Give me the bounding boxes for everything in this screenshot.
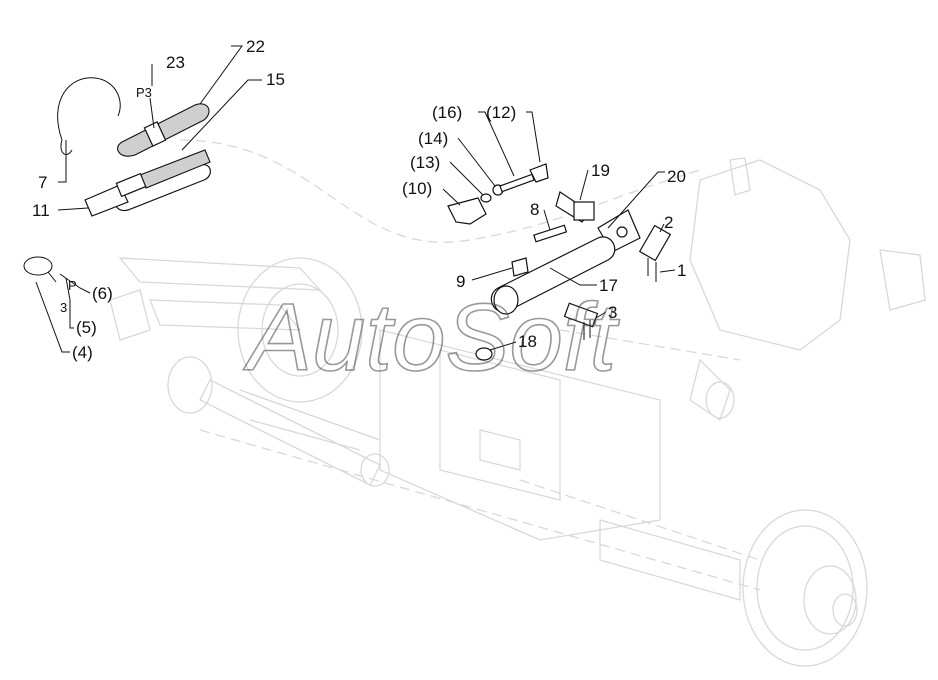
callout-17: 17: [599, 276, 618, 295]
callout-19: 19: [591, 161, 610, 180]
part-10-valve: [447, 197, 487, 225]
mark-3: 3: [60, 300, 67, 315]
callout-10: (10): [402, 179, 432, 198]
callout-2: 2: [664, 213, 673, 232]
leader-lines: [35, 45, 676, 353]
callout-23: 23: [166, 53, 185, 72]
callout-7: 7: [38, 173, 47, 192]
part-19-block: [573, 201, 595, 221]
part-3-pin: [563, 302, 599, 328]
part-9-fitting: [511, 257, 529, 277]
callout-9: 9: [456, 272, 465, 291]
callout-3: 3: [608, 303, 617, 322]
part-13-washer: [480, 193, 492, 203]
callout-1: 1: [677, 261, 686, 280]
callout-8: 8: [530, 200, 539, 219]
part-4-ring: [23, 256, 53, 276]
part-3-tab: [583, 320, 591, 340]
watermark: AutoSoft: [243, 284, 620, 391]
callout-6: (6): [92, 284, 113, 303]
callout-20: 20: [667, 167, 686, 186]
callout-4: (4): [72, 343, 93, 362]
part-16-pipe: [499, 173, 535, 193]
part-5-ring-tail: [47, 271, 57, 283]
part-20-hole: [616, 226, 628, 238]
part-2-pin: [638, 224, 672, 262]
callout-22: 22: [246, 37, 265, 56]
background-chassis: [109, 139, 926, 667]
callout-15: 15: [266, 70, 285, 89]
part-17-cylinder: [490, 236, 616, 313]
part-23-clip: [143, 121, 167, 147]
callout-12: (12): [486, 103, 516, 122]
part-8-bolt: [533, 224, 568, 243]
part-12-elbow: [529, 163, 549, 183]
mark-p3: P3: [136, 85, 152, 100]
part-11-fitting: [84, 184, 129, 217]
part-22-grip: [117, 103, 210, 157]
callout-16: (16): [432, 103, 462, 122]
part-11-body: [115, 172, 147, 198]
part-7-wire-clip: [57, 77, 121, 155]
callout-5: (5): [76, 318, 97, 337]
callout-14: (14): [418, 129, 448, 148]
mark-p: P: [68, 278, 77, 293]
callout-18: 18: [518, 332, 537, 351]
part-17-eye: [493, 285, 519, 315]
part-1-split-pins: [647, 258, 657, 282]
callout-11: 11: [32, 201, 50, 220]
callout-13: (13): [410, 153, 440, 172]
part-18-nut: [475, 347, 493, 361]
